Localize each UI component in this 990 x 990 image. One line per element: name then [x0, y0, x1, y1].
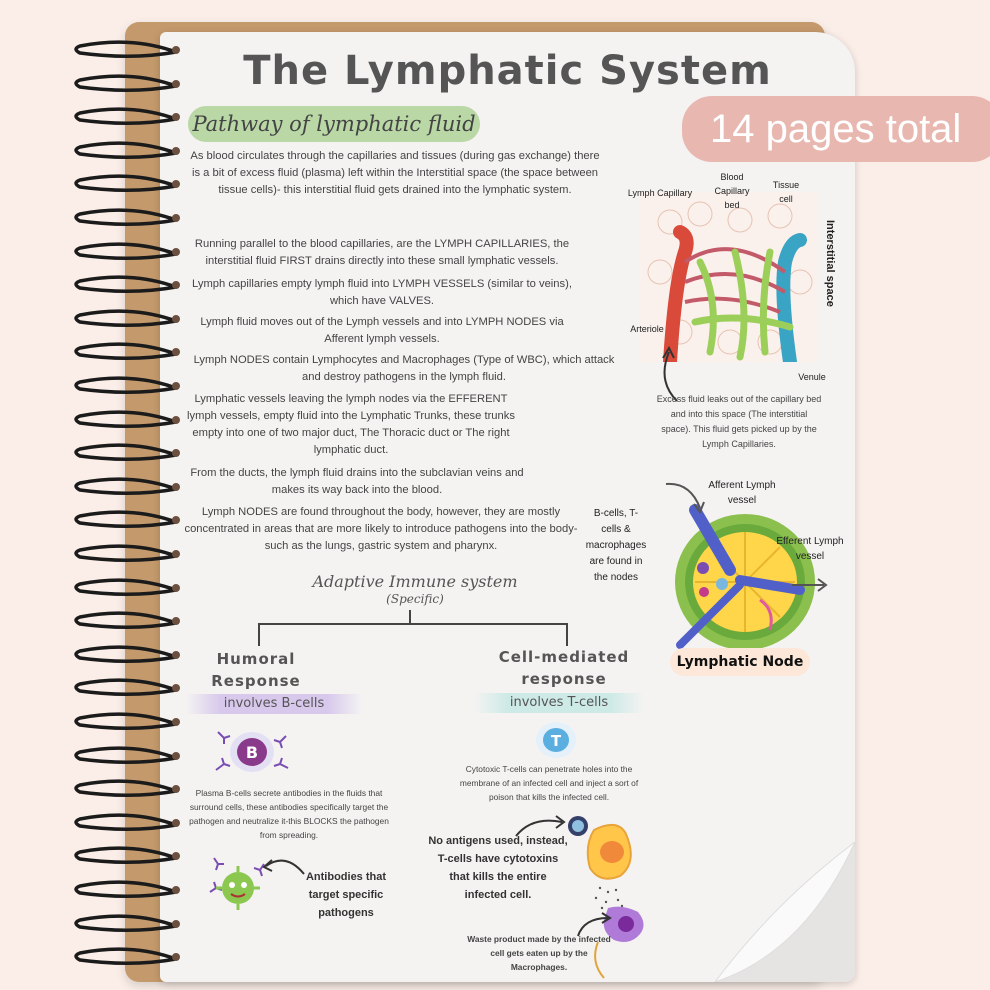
arrow-icon	[662, 346, 678, 402]
spiral-ring	[74, 712, 180, 730]
t-cell-letter: T	[551, 732, 562, 750]
antibody-arrow-icon	[262, 859, 305, 875]
spiral-ring	[74, 746, 180, 764]
cell-mediated-text: Cytotoxic T-cells can penetrate holes in…	[459, 764, 639, 802]
paragraph-6: Lymphatic vessels leaving the lymph node…	[187, 393, 515, 456]
paragraph-1: As blood circulates through the capillar…	[190, 150, 600, 196]
label-venule: Venule	[798, 372, 826, 382]
b-cell-icon: B	[215, 731, 289, 772]
paragraph-7: From the ducts, the lymph fluid drains i…	[190, 467, 524, 496]
spiral-ring	[74, 208, 180, 226]
lymphatic-node-label: Lymphatic Node	[670, 648, 810, 676]
label-node-cells: B-cells, T-cells & macrophages are found…	[585, 508, 647, 583]
paragraph-3: Lymph capillaries empty lymph fluid into…	[192, 278, 572, 307]
label-efferent-vessel: Efferent Lymph vessel	[776, 536, 844, 562]
spiral-ring	[74, 578, 180, 596]
immune-heading: Adaptive Immune system	[312, 572, 518, 591]
no-antigens-note: No antigens used, instead, T-cells have …	[428, 835, 568, 901]
paragraph-5: Lymph NODES contain Lymphocytes and Macr…	[193, 354, 615, 383]
immune-subheading: (Specific)	[386, 592, 444, 606]
humoral-band: involves B-cells	[186, 694, 362, 714]
paragraph-2: Running parallel to the blood capillarie…	[194, 238, 570, 267]
cell-mediated-title: Cell-mediated response	[498, 648, 630, 688]
cell-mediated-band: involves T-cells	[474, 693, 644, 713]
paragraph-4: Lymph fluid moves out of the Lymph vesse…	[200, 316, 564, 345]
humoral-text: Plasma B-cells secrete antibodies in the…	[189, 788, 389, 840]
waste-arrow-icon	[577, 912, 612, 937]
spiral-ring	[74, 309, 180, 327]
spiral-ring	[74, 242, 180, 260]
notebook-page	[160, 32, 855, 982]
spiral-ring	[74, 544, 180, 562]
lymph-node-diagram	[675, 504, 815, 650]
spiral-ring	[74, 846, 180, 865]
efferent-arrow-icon	[792, 578, 828, 592]
spiral-ring	[74, 275, 180, 294]
spiral-ring	[74, 40, 180, 58]
spiral-ring	[74, 74, 180, 92]
spiral-ring	[74, 914, 180, 932]
paragraph-8: Lymph NODES are found throughout the bod…	[184, 506, 578, 552]
label-tissue-cell: Tissue cell	[772, 180, 800, 204]
label-lymph-capillary: Lymph Capillary	[627, 188, 693, 198]
humoral-title: Humoral Response	[211, 650, 301, 690]
section-heading-pathway: Pathway of lymphatic fluid	[188, 106, 480, 142]
t-cell-icon: T	[536, 722, 576, 758]
spiral-ring	[74, 342, 180, 361]
afferent-arrow-icon	[665, 482, 705, 515]
spiral-ring	[74, 779, 180, 798]
capillary-caption: Excess fluid leaks out of the capillary …	[656, 394, 822, 449]
capillary-bed-diagram	[640, 192, 818, 362]
spiral-ring	[74, 443, 180, 462]
spiral-ring	[74, 477, 180, 495]
b-cell-letter: B	[246, 743, 258, 762]
spiral-ring	[74, 880, 180, 898]
spiral-ring	[74, 376, 180, 394]
spiral-ring	[74, 510, 180, 529]
spiral-ring	[74, 947, 180, 966]
t-cell-arrow-icon	[515, 815, 566, 837]
page-curl	[714, 841, 855, 982]
antibodies-note: Antibodies that target specific pathogen…	[305, 871, 387, 919]
page-title: The Lymphatic System	[243, 48, 772, 94]
spiral-ring	[74, 141, 180, 159]
virus-icon	[209, 857, 265, 910]
spiral-ring	[74, 678, 180, 697]
tree-connector	[258, 610, 568, 646]
pages-count-badge: 14 pages total	[682, 96, 990, 162]
spiral-ring	[74, 107, 180, 126]
waste-note: Waste product made by the infected cell …	[467, 934, 611, 972]
infected-cell-illustration	[568, 816, 644, 979]
spiral-ring	[74, 813, 180, 831]
spiral-ring	[74, 645, 180, 663]
label-interstitial-space: Interstitial space	[824, 220, 836, 307]
spiral-ring	[74, 410, 180, 428]
spiral-ring	[74, 174, 180, 193]
spiral-ring	[74, 611, 180, 630]
label-arteriole: Arteriole	[630, 324, 664, 334]
label-afferent-vessel: Afferent Lymph vessel	[708, 480, 776, 506]
label-blood-capillary-bed: Blood Capillary bed	[714, 172, 750, 210]
